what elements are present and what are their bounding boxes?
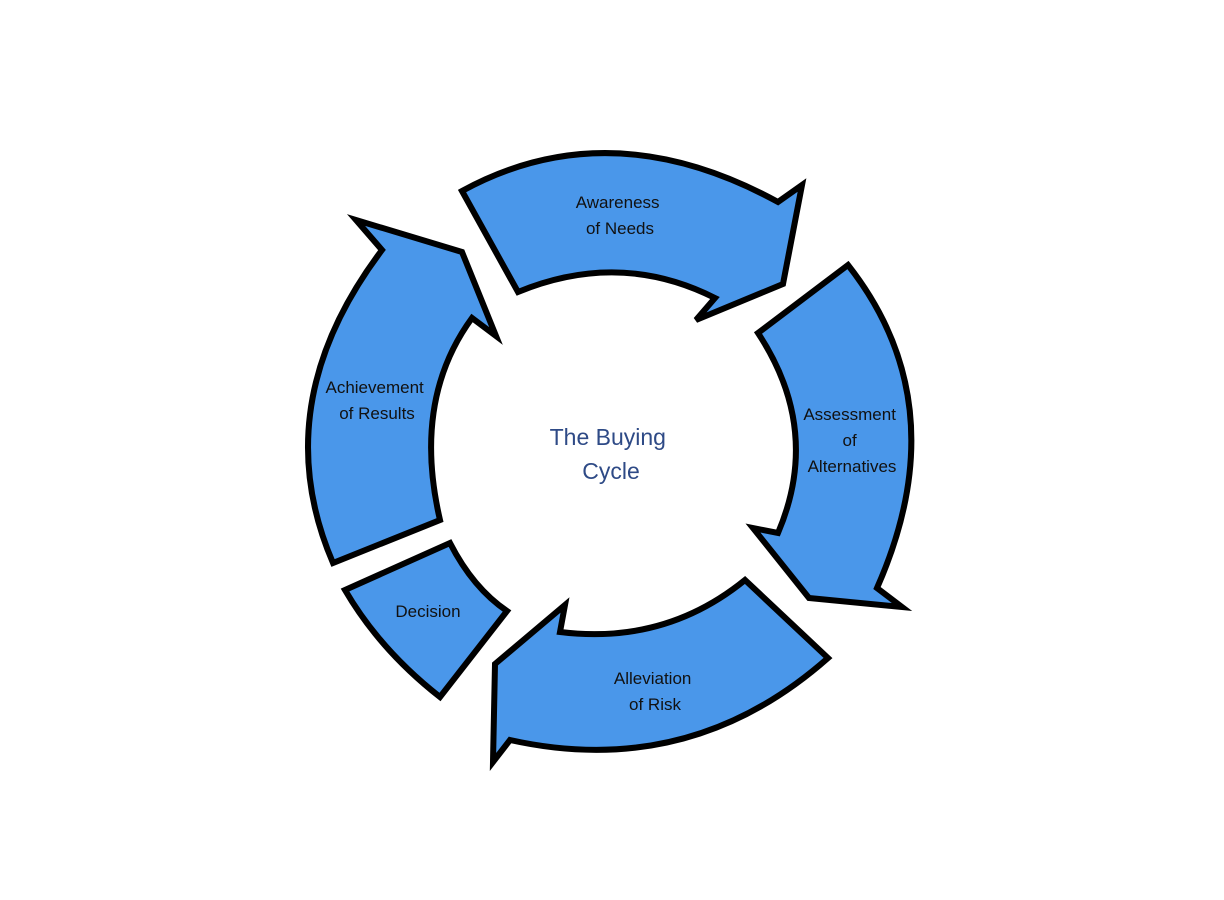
- assessment-label-line-2: of: [843, 431, 857, 450]
- segment-alleviation-of-risk: Alleviation of Risk: [489, 576, 833, 772]
- segment-assessment-of-alternatives: Assessment of Alternatives: [745, 260, 915, 612]
- center-title-line-1: The Buying: [550, 424, 666, 450]
- center-title-line-2: Cycle: [582, 458, 640, 484]
- achievement-of-results-label: Achievement of Results: [325, 378, 428, 423]
- achievement-of-results-arrow: [305, 214, 503, 567]
- alleviation-label-line-2: of Risk: [629, 695, 681, 714]
- achievement-label-line-2: of Results: [339, 404, 415, 423]
- decision-label-line-1: Decision: [395, 602, 460, 621]
- center-title: The Buying Cycle: [550, 424, 673, 484]
- achievement-label-line-1: Achievement: [325, 378, 424, 397]
- assessment-label-line-3: Alternatives: [808, 457, 897, 476]
- assessment-label-line-1: Assessment: [803, 405, 896, 424]
- awareness-label-line-1: Awareness: [576, 193, 660, 212]
- segment-achievement-of-results: Achievement of Results: [305, 214, 503, 567]
- decision-label: Decision: [395, 602, 460, 621]
- awareness-of-needs-arrow: [457, 150, 807, 323]
- awareness-of-needs-label: Awareness of Needs: [576, 193, 665, 238]
- assessment-of-alternatives-arrow: [745, 260, 915, 612]
- decision-block: [340, 539, 512, 702]
- assessment-of-alternatives-label: Assessment of Alternatives: [803, 405, 900, 476]
- segment-awareness-of-needs: Awareness of Needs: [457, 150, 807, 323]
- alleviation-label-line-1: Alleviation: [614, 669, 692, 688]
- segment-decision: Decision: [340, 539, 512, 702]
- alleviation-of-risk-label: Alleviation of Risk: [614, 669, 696, 714]
- awareness-label-line-2: of Needs: [586, 219, 654, 238]
- alleviation-of-risk-arrow: [489, 576, 833, 772]
